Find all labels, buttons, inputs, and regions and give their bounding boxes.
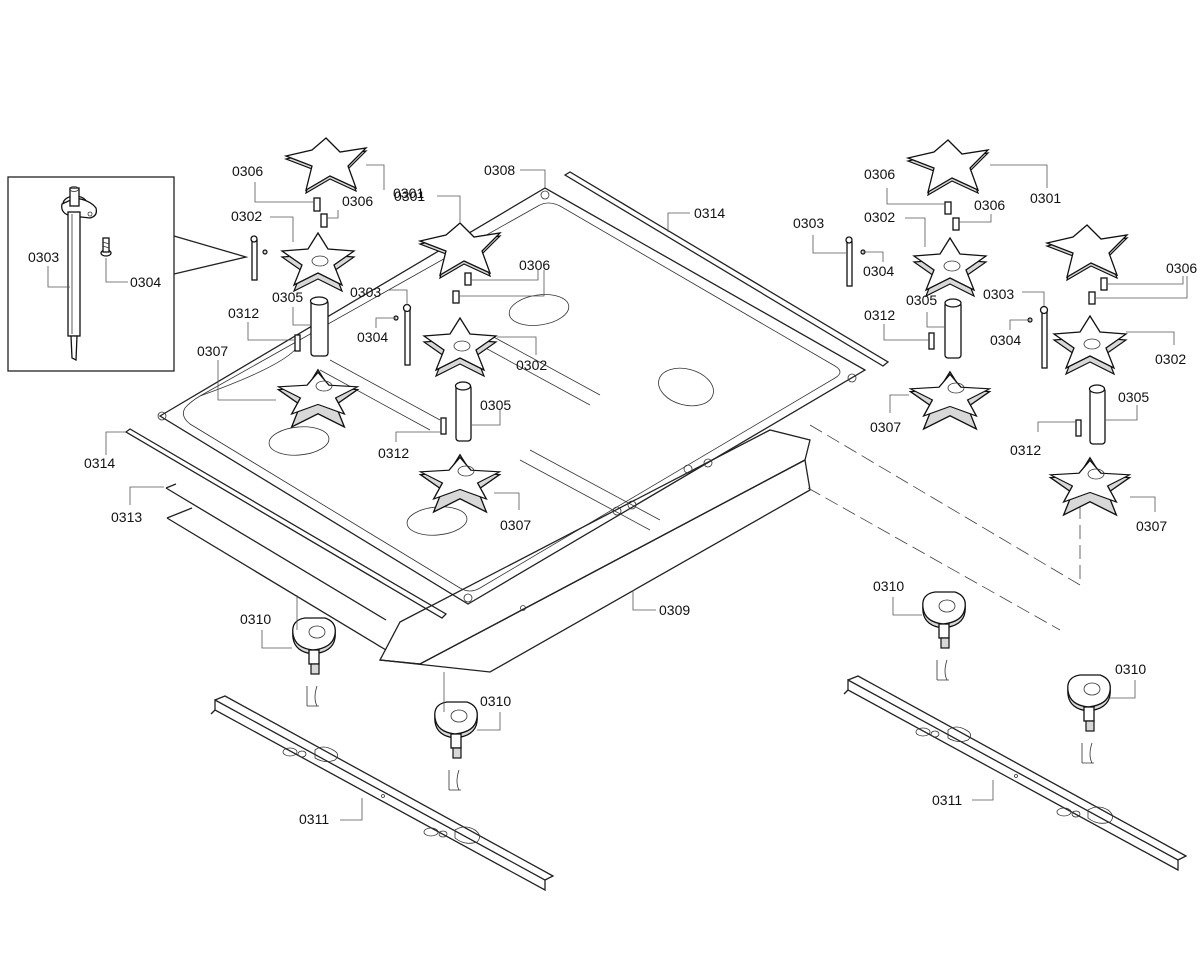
label-0304: 0304 xyxy=(863,263,894,279)
burner-group-right-front: 0306 0302 0303 0304 0305 0312 0307 xyxy=(983,224,1197,534)
label-0311: 0311 xyxy=(299,811,329,827)
label-0302: 0302 xyxy=(231,208,262,224)
burner-group-left-rear: 0301 0306 0306 0302 0305 0312 xyxy=(197,137,424,428)
cap-screw xyxy=(464,272,472,286)
label-0312: 0312 xyxy=(1010,442,1041,458)
burner-head xyxy=(423,317,497,377)
label-0305: 0305 xyxy=(480,397,511,413)
burner-group-right-rear: 0301 0306 0306 0302 0303 0304 0305 0312 xyxy=(793,139,1061,435)
label-0307: 0307 xyxy=(870,419,901,435)
cap-screw xyxy=(944,201,952,215)
base-screw xyxy=(1075,419,1082,437)
label-0301: 0301 xyxy=(393,185,424,201)
cap-screw xyxy=(1088,291,1096,305)
inset-detail: 0303 0304 xyxy=(7,176,249,372)
valve-rail xyxy=(843,675,1187,871)
nozzle-tube xyxy=(455,384,472,442)
label-0301: 0301 xyxy=(394,188,425,204)
burner-head xyxy=(913,237,987,297)
label-0304: 0304 xyxy=(130,274,161,290)
label-0304: 0304 xyxy=(990,332,1021,348)
gas-valve xyxy=(1067,674,1111,764)
cooktop-panel: 0308 xyxy=(157,162,867,605)
label-0312: 0312 xyxy=(378,445,409,461)
burner-cap xyxy=(907,139,989,196)
label-0305: 0305 xyxy=(1118,389,1149,405)
gas-valve xyxy=(292,617,336,707)
label-0306: 0306 xyxy=(1166,260,1197,276)
label-0303: 0303 xyxy=(793,215,824,231)
label-0312: 0312 xyxy=(228,305,259,321)
label-0304: 0304 xyxy=(357,329,388,345)
label-0302: 0302 xyxy=(516,357,547,373)
label-0303: 0303 xyxy=(983,286,1014,302)
electrode xyxy=(393,303,412,366)
label-0313: 0313 xyxy=(111,509,142,525)
burner-base xyxy=(1049,457,1131,516)
seal-strip-front: 0314 xyxy=(84,428,448,619)
valve-rail-left: 0311 0310 0310 xyxy=(210,595,554,891)
assembly-line xyxy=(809,424,1081,586)
burner-head xyxy=(281,232,355,292)
front-trim: 0309 xyxy=(378,429,811,673)
electrode xyxy=(1027,305,1049,369)
label-0305: 0305 xyxy=(906,292,937,308)
nozzle-tube xyxy=(1089,387,1106,445)
assembly-line xyxy=(807,487,1061,631)
cap-screw xyxy=(952,217,960,231)
label-0302: 0302 xyxy=(864,209,895,225)
label-0307: 0307 xyxy=(500,517,531,533)
cap-screw xyxy=(313,197,321,212)
burner-base xyxy=(909,371,991,430)
label-0307: 0307 xyxy=(1136,518,1167,534)
label-0311: 0311 xyxy=(932,792,962,808)
label-0306: 0306 xyxy=(864,166,895,182)
label-0306: 0306 xyxy=(974,197,1005,213)
burner-group-center: 0301 0306 0302 0303 0304 0305 0312 xyxy=(350,188,550,533)
label-0303: 0303 xyxy=(28,249,59,265)
label-0305: 0305 xyxy=(272,289,303,305)
label-0301: 0301 xyxy=(1030,190,1061,206)
nozzle-tube xyxy=(944,301,962,359)
label-0310: 0310 xyxy=(240,611,271,627)
seal-strip-rear: 0314 xyxy=(563,171,890,367)
electrode xyxy=(250,235,268,281)
electrode-detail xyxy=(61,186,98,362)
cap-screw xyxy=(452,290,460,304)
label-0312: 0312 xyxy=(864,307,895,323)
burner-cap xyxy=(419,222,501,279)
label-0310: 0310 xyxy=(480,693,511,709)
cap-screw xyxy=(320,213,328,228)
screw-detail xyxy=(100,237,112,257)
base-screw xyxy=(440,417,447,435)
gasket: 0313 xyxy=(111,483,387,651)
valve-rail xyxy=(210,695,554,891)
label-0307: 0307 xyxy=(197,343,228,359)
label-0302: 0302 xyxy=(1155,351,1186,367)
valve-rail-right: 0311 0310 0310 xyxy=(843,578,1187,871)
burner-base xyxy=(419,454,501,513)
base-screw xyxy=(928,332,935,350)
gas-valve xyxy=(434,701,478,791)
label-0306: 0306 xyxy=(519,257,550,273)
label-0309: 0309 xyxy=(659,602,690,618)
label-0303: 0303 xyxy=(350,284,381,300)
burner-head xyxy=(1053,315,1127,375)
burner-cap xyxy=(285,137,367,194)
nozzle-tube xyxy=(310,299,329,357)
label-0310: 0310 xyxy=(1115,661,1146,677)
cap-screw xyxy=(1100,277,1108,291)
burner-cap xyxy=(1046,224,1128,281)
label-0314-front: 0314 xyxy=(84,455,115,471)
gas-valve xyxy=(922,591,966,681)
burner-base xyxy=(277,369,359,428)
base-screw xyxy=(294,334,301,352)
inset-pointer xyxy=(173,235,249,275)
label-0306: 0306 xyxy=(342,193,373,209)
label-0306: 0306 xyxy=(232,163,263,179)
label-0308: 0308 xyxy=(484,162,515,178)
label-0310: 0310 xyxy=(873,578,904,594)
label-0314-rear: 0314 xyxy=(694,205,725,221)
